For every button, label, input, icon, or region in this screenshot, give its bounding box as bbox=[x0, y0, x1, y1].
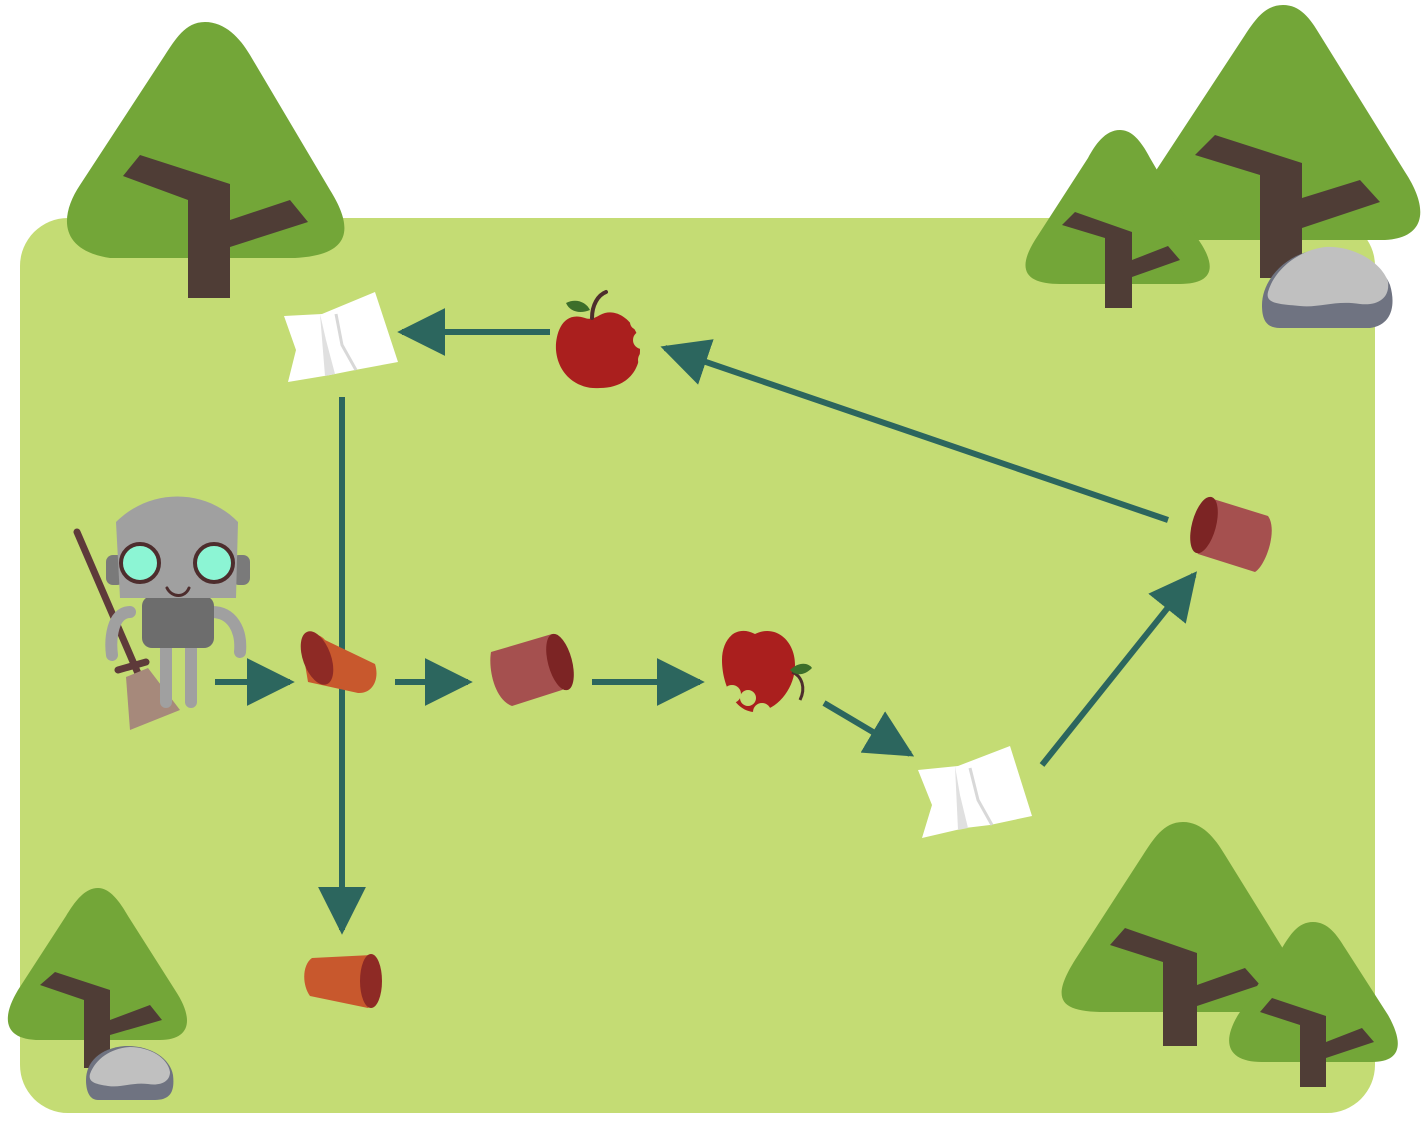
robot-icon bbox=[73, 496, 250, 730]
apple-icon bbox=[555, 290, 658, 389]
cup-icon bbox=[304, 954, 382, 1008]
broom-handle bbox=[73, 528, 144, 682]
broom-bristles bbox=[126, 668, 180, 730]
tree-icon bbox=[1025, 130, 1210, 308]
rock-icon bbox=[86, 1045, 174, 1100]
cup-icon bbox=[1190, 496, 1272, 572]
apple-icon bbox=[722, 630, 812, 721]
tree-icon bbox=[1229, 922, 1398, 1087]
tree-icon bbox=[1142, 5, 1421, 278]
tree-icon bbox=[66, 22, 345, 298]
cup-icon bbox=[300, 631, 377, 694]
cup-icon bbox=[490, 633, 574, 706]
paper-icon bbox=[284, 292, 398, 382]
robot-eye-left bbox=[119, 542, 161, 584]
arrow-paper1-to-cup3 bbox=[1039, 571, 1197, 767]
robot-eye-right bbox=[193, 542, 235, 584]
tree-icon bbox=[1061, 822, 1303, 1046]
tree-icon bbox=[7, 888, 187, 1068]
rock-icon bbox=[1262, 246, 1393, 328]
arrow-cup3-to-apple2 bbox=[660, 339, 1169, 523]
paper-icon bbox=[918, 746, 1032, 838]
arrow-apple1-to-paper1 bbox=[822, 700, 915, 757]
